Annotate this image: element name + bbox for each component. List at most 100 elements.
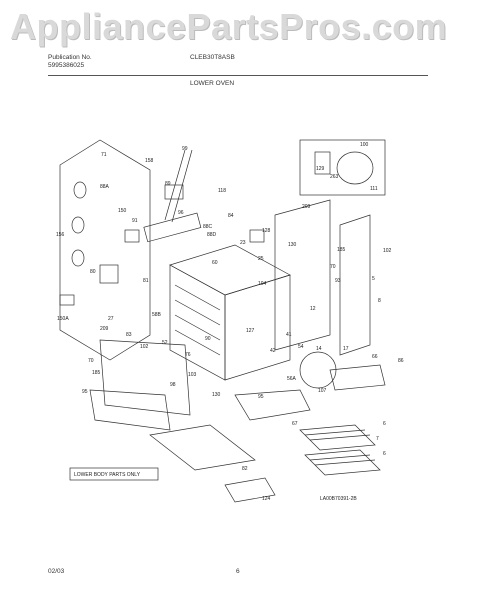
reference-code: LA00B70391-2B: [320, 496, 357, 502]
relay: [124, 229, 140, 243]
publication-label: Publication No.: [48, 54, 92, 61]
callout: 17: [343, 346, 349, 352]
broil-element: [329, 364, 386, 391]
callout: 25: [258, 256, 264, 262]
callout: 88A: [100, 184, 110, 190]
callout: 70: [88, 358, 94, 364]
note-text: LOWER BODY PARTS ONLY: [74, 472, 141, 478]
callout: 130: [212, 392, 221, 398]
callout: 209: [100, 326, 109, 332]
fan-blade: [336, 151, 374, 185]
switch: [164, 184, 184, 200]
footer-date: 02/03: [48, 568, 65, 575]
callout: 70: [330, 264, 336, 270]
side-panel-right: [339, 214, 371, 356]
callout: 56A: [287, 376, 297, 382]
callout: 80: [90, 269, 96, 275]
callout: 124: [262, 496, 271, 502]
callout: 27: [108, 316, 114, 322]
callout: 104: [258, 281, 267, 287]
callout: 263: [330, 174, 339, 180]
inset-box: [299, 139, 386, 196]
section-title: LOWER OVEN: [190, 80, 235, 87]
rear-panel: [59, 139, 151, 361]
publication-number: 5995386025: [48, 62, 85, 69]
callout: 111: [370, 186, 378, 192]
bake-element: [234, 389, 311, 421]
oven-rack-upper: [299, 424, 376, 451]
callout: 209: [302, 204, 311, 210]
callout: 156: [56, 232, 65, 238]
fan-motor: [314, 151, 331, 175]
callout: 102: [383, 248, 392, 254]
callout: 93: [335, 278, 341, 284]
header-rule: [48, 75, 428, 76]
callout: 67: [292, 421, 298, 427]
callout: 88C: [203, 224, 213, 230]
callout: 12: [310, 306, 316, 312]
callout: 129: [316, 166, 325, 172]
oven-bottom: [149, 424, 256, 471]
callout: 91: [132, 218, 138, 224]
callout: 82: [242, 466, 248, 472]
callout: 128: [262, 228, 271, 234]
callout: 127: [246, 328, 255, 334]
oven-cavity-side: [224, 274, 291, 381]
callout: 107: [318, 388, 327, 394]
callout: 86: [398, 358, 404, 364]
callout: 95: [82, 389, 88, 395]
callout: 83: [126, 332, 132, 338]
door-panel: [99, 339, 191, 416]
vent-duct: [143, 212, 202, 243]
callout: 95: [258, 394, 264, 400]
callout: 84: [228, 213, 234, 219]
callout: 81: [143, 278, 149, 284]
callout: 41: [286, 332, 292, 338]
panel-hole: [71, 216, 85, 234]
callout: 8: [378, 298, 381, 304]
transformer: [99, 264, 119, 284]
callout: 185: [92, 370, 101, 376]
callout: 88D: [207, 232, 217, 238]
callout: 102: [140, 344, 149, 350]
footer-page-number: 6: [236, 568, 240, 575]
broiler-pan: [224, 477, 276, 503]
callout: 7: [376, 436, 379, 442]
oven-cavity-top: [169, 244, 291, 296]
callout: 52: [162, 340, 168, 346]
callout: 76: [185, 352, 191, 358]
callout: 96: [178, 210, 184, 216]
callout: 130: [288, 242, 297, 248]
callout: 6: [383, 451, 386, 457]
callout: 14: [316, 346, 322, 352]
watermark: AppliancePartsPros.com: [10, 6, 448, 47]
door-frame: [89, 389, 171, 431]
callout: 5: [372, 276, 375, 282]
callout: 158: [145, 158, 154, 164]
callout: 103: [188, 372, 197, 378]
latch-motor: [249, 229, 265, 243]
callout: 58B: [152, 312, 162, 318]
fan-cover: [299, 351, 337, 389]
callout: 23: [240, 240, 246, 246]
callout: 6: [383, 421, 386, 427]
note-box: [69, 467, 159, 481]
callout: 100: [360, 142, 369, 148]
callout: 60: [212, 260, 218, 266]
callout: 98: [170, 382, 176, 388]
panel-hole: [73, 181, 87, 199]
callout: 54: [298, 344, 304, 350]
callout: 99: [182, 146, 188, 152]
callout: 66: [372, 354, 378, 360]
callout-labels: 71 99 158 156 88A 150 91 89 96 88C 88D 1…: [56, 142, 404, 502]
callout: 71: [101, 152, 107, 158]
bracket: [59, 294, 75, 306]
callout: 150: [118, 208, 127, 214]
callout: 150A: [57, 316, 69, 322]
oven-cavity-front: [169, 264, 226, 381]
panel-hole: [71, 249, 85, 267]
callout: 118: [218, 188, 226, 194]
model-number: CLEB30T8ASB: [190, 54, 235, 61]
callout: 89: [165, 181, 171, 187]
